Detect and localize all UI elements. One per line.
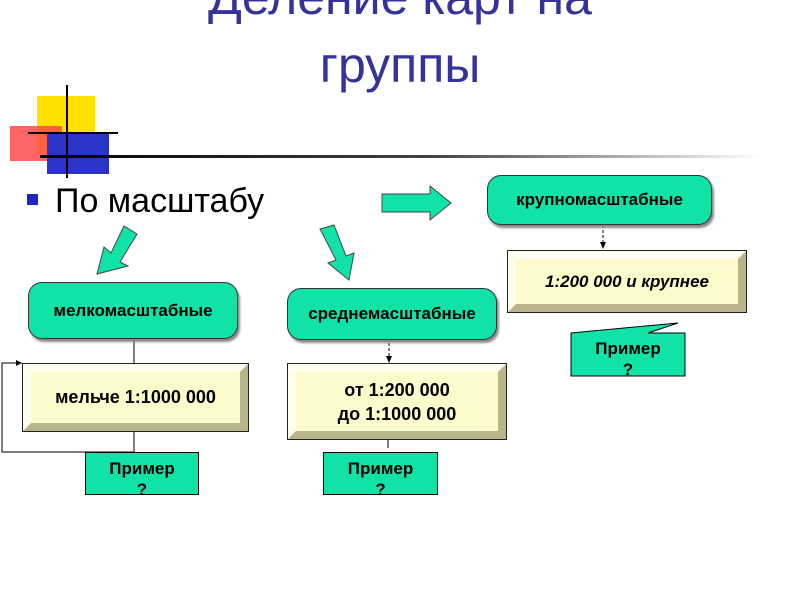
small-scale-range-box: мельче 1:1000 000 (22, 363, 249, 432)
slide-title-line-2: группы (319, 37, 481, 93)
medium-scale-label: среднемасштабные (308, 304, 476, 323)
arrow-down-right-icon (319, 224, 355, 281)
medium-scale-range-to: до 1:1000 000 (337, 403, 457, 424)
small-example-label: Пример (109, 459, 175, 478)
arrow-right-icon (381, 184, 452, 222)
large-scale-range: 1:200 000 и крупнее (545, 271, 709, 291)
small-scale-label: мелкомасштабные (53, 300, 213, 320)
small-example-box: Пример ? (85, 452, 199, 499)
large-scale-box: крупномасштабные (487, 175, 712, 225)
bullet-text: По масштабу (55, 182, 265, 220)
large-scale-label: крупномасштабные (516, 190, 683, 209)
small-scale-range: мельче 1:1000 000 (55, 387, 216, 407)
medium-example-label: Пример (347, 459, 414, 478)
slide-title-line-1: Деление карт на (0, 0, 800, 24)
medium-example-question: ? (375, 480, 386, 499)
bullet-square-icon (27, 194, 38, 205)
medium-example-box: Пример ? (323, 452, 438, 499)
small-example-question: ? (136, 480, 148, 499)
medium-scale-box: среднемасштабные (287, 288, 497, 340)
medium-scale-range-box: от 1:200 000 до 1:1000 000 (287, 363, 507, 440)
small-scale-box: мелкомасштабные (28, 282, 238, 339)
arrow-down-left-icon (96, 225, 138, 275)
large-example-box: Пример ? (571, 333, 685, 379)
title-divider (40, 155, 760, 158)
large-example-question: ? (622, 360, 634, 379)
large-example-label: Пример (595, 339, 661, 358)
medium-scale-range-from: от 1:200 000 (344, 379, 450, 400)
